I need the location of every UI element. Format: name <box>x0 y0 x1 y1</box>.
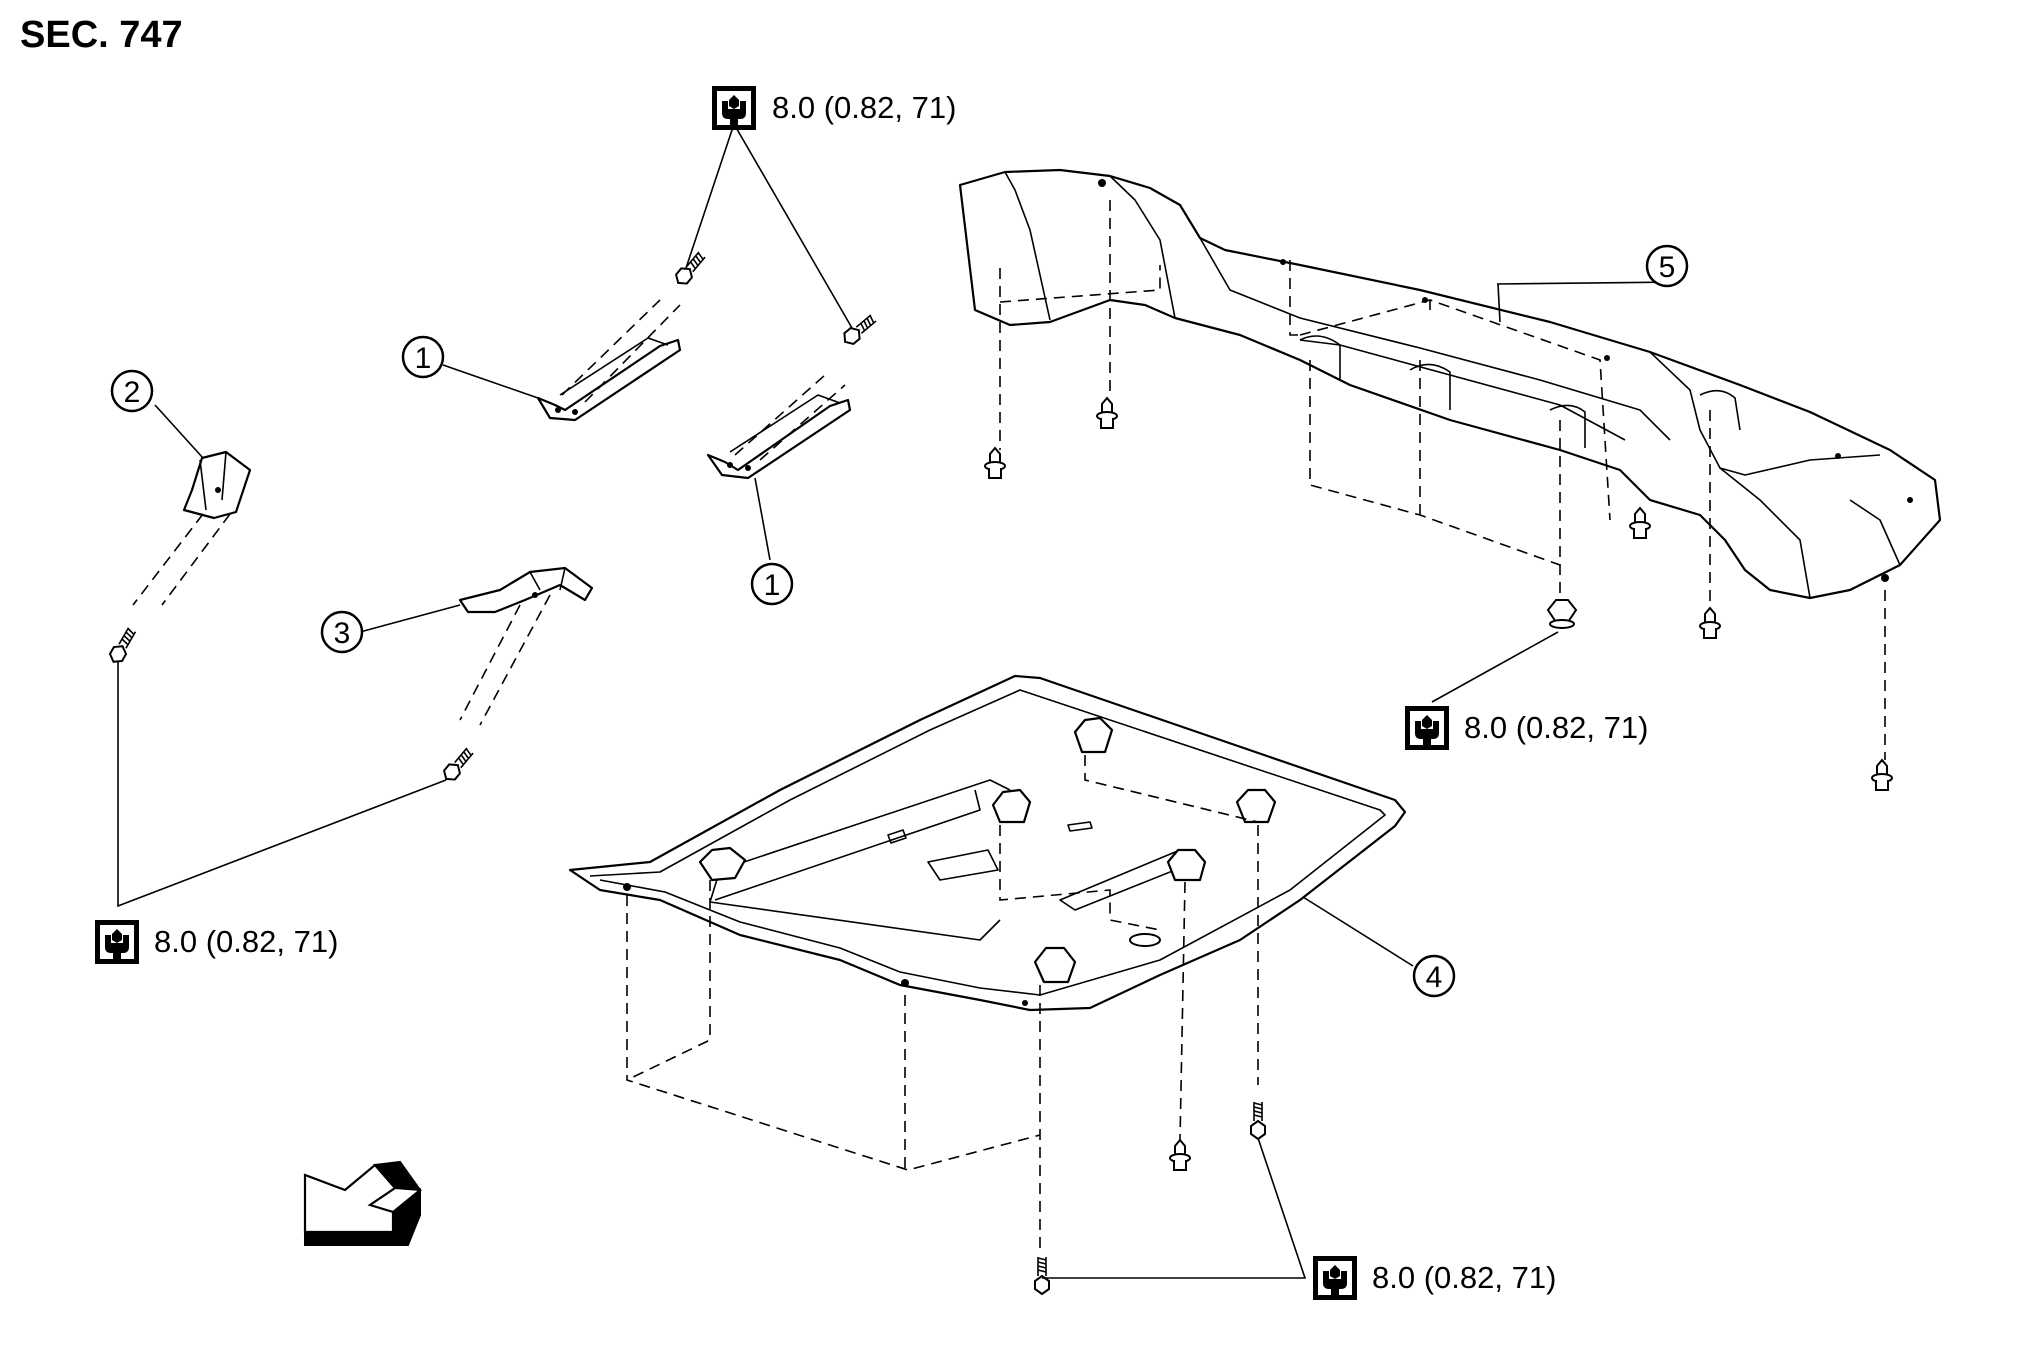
part-1-bracket-lower <box>706 394 852 480</box>
callout-4: 4 <box>1412 954 1456 998</box>
part-5-clips <box>984 397 1893 791</box>
torque-wrench-icon <box>95 920 139 964</box>
callout-2: 2 <box>110 369 154 413</box>
part-4-guide-lines <box>626 755 1259 1250</box>
torque-callout-3: 8.0 (0.82, 71) <box>1405 706 1648 750</box>
callout-number: 5 <box>1659 251 1676 284</box>
part-4-skid-plate <box>568 674 1407 1012</box>
section-title: SEC. 747 <box>20 14 183 56</box>
torque-callout-4: 8.0 (0.82, 71) <box>1313 1256 1556 1300</box>
part-4-fasteners <box>1034 1101 1266 1295</box>
leader-lines <box>117 123 1681 1279</box>
callout-number: 4 <box>1426 961 1443 994</box>
torque-callout-1: 8.0 (0.82, 71) <box>712 86 956 130</box>
callout-number: 2 <box>124 376 141 409</box>
part-5-guide-lines <box>999 200 1886 760</box>
callout-3: 3 <box>320 610 364 654</box>
callout-number: 3 <box>334 617 351 650</box>
part-1-guide-lines <box>561 299 846 461</box>
torque-value: 8.0 (0.82, 71) <box>1372 1260 1556 1295</box>
part-2-bracket <box>106 450 252 667</box>
part-5-rear-under-cover <box>958 168 1942 600</box>
callout-5: 5 <box>1645 244 1689 288</box>
torque-wrench-icon <box>1405 706 1449 750</box>
torque-value: 8.0 (0.82, 71) <box>772 90 956 125</box>
torque-value: 8.0 (0.82, 71) <box>1464 710 1648 745</box>
callout-1-lower: 1 <box>750 562 794 606</box>
torque-value: 8.0 (0.82, 71) <box>154 924 338 959</box>
callout-number: 1 <box>764 569 781 602</box>
callout-number: 1 <box>415 342 432 375</box>
callout-1-upper: 1 <box>401 335 445 379</box>
front-arrow-icon <box>303 1160 423 1246</box>
part-1-bracket-upper <box>536 337 682 422</box>
torque-wrench-icon <box>1313 1256 1357 1300</box>
torque-callout-2: 8.0 (0.82, 71) <box>95 920 338 964</box>
part-1-bolts <box>671 249 879 349</box>
part-3-bracket <box>439 566 594 785</box>
torque-wrench-icon <box>712 86 756 130</box>
